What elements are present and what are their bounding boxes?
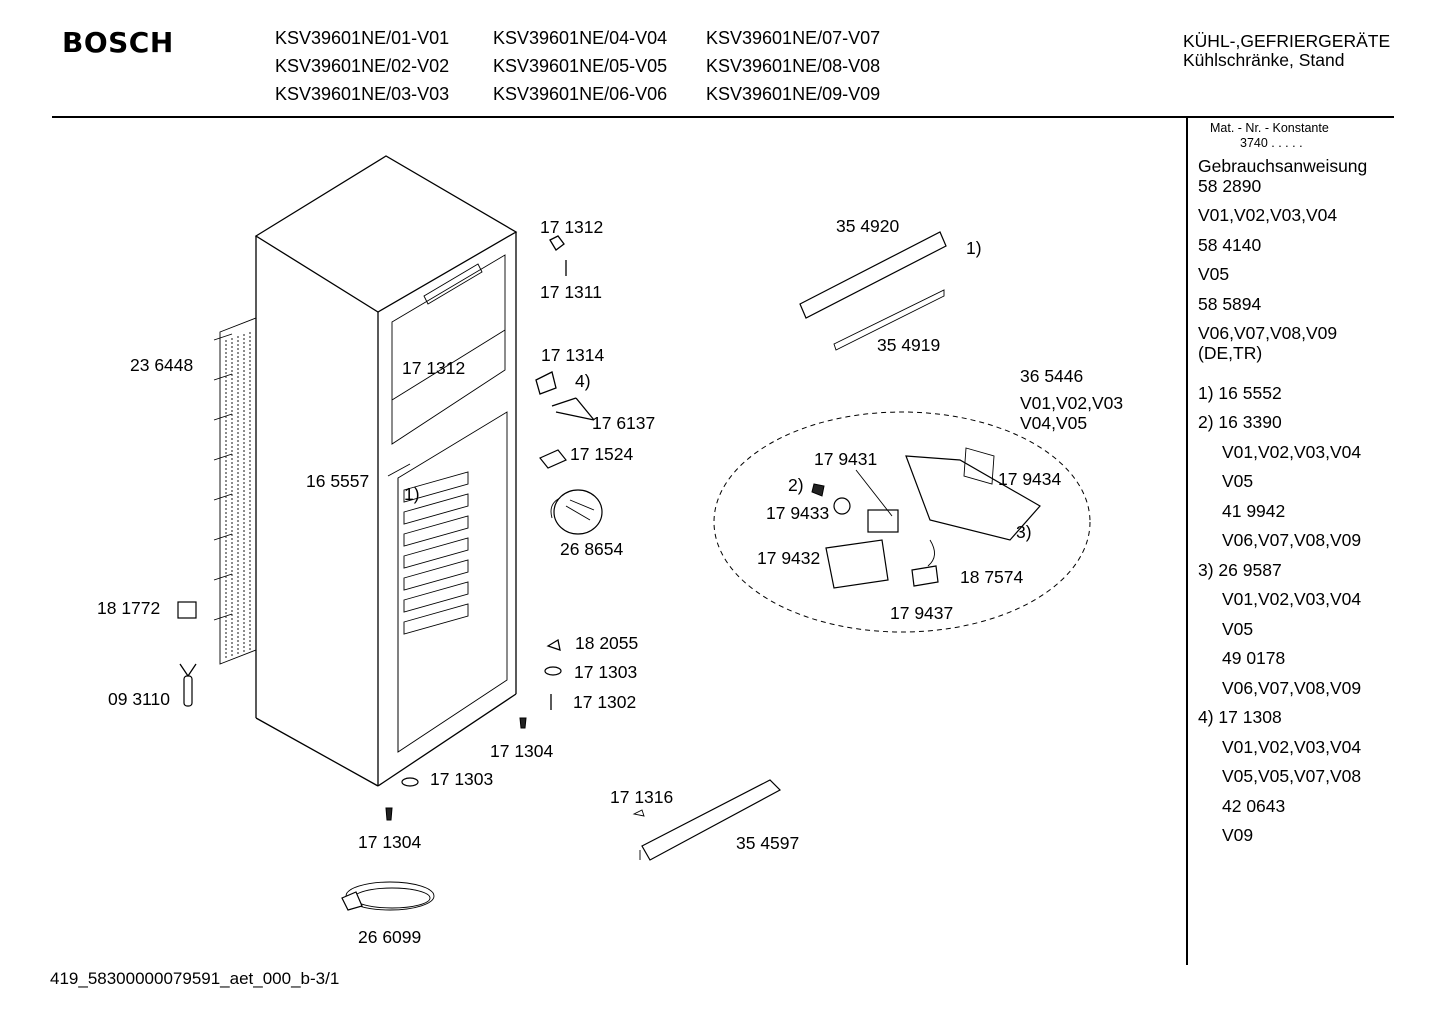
part-label: 17 9432 <box>757 548 821 568</box>
document-id: 419_58300000079591_aet_000_b-3/1 <box>50 969 340 988</box>
fridge-cabinet <box>254 155 518 787</box>
light-assembly-group <box>713 411 1091 633</box>
sidebar-row: V01,V02,V03,V04 <box>1222 442 1362 462</box>
fan-part <box>550 489 603 535</box>
small-clip-part <box>546 638 561 651</box>
relay-box-part <box>177 601 197 619</box>
model-number: KSV39601NE/03-V03 <box>275 84 450 104</box>
foot-part <box>544 666 562 676</box>
category-subtitle: Kühlschränke, Stand <box>1183 50 1345 70</box>
model-number: KSV39601NE/06-V06 <box>493 84 668 104</box>
light-assembly-parts <box>811 447 1041 589</box>
block-part <box>539 449 567 469</box>
header-divider <box>52 116 1394 118</box>
sidebar-row: 3) 26 9587 <box>1198 560 1282 580</box>
part-label: 17 1314 <box>541 345 605 365</box>
sidebar-row: 58 5894 <box>1198 294 1262 314</box>
part-label: 17 1303 <box>430 769 494 789</box>
mat-number-label: Mat. - Nr. - Konstante <box>1210 121 1329 135</box>
part-label: 35 4920 <box>836 216 900 236</box>
part-label: 17 1311 <box>540 282 602 302</box>
part-label: 35 4597 <box>736 833 800 853</box>
model-number: KSV39601NE/02-V02 <box>275 56 450 76</box>
part-label: 16 5557 <box>306 471 370 491</box>
hinge-bracket-part <box>535 371 557 395</box>
exploded-parts-drawing <box>177 155 1091 911</box>
footnote-marker: 1) <box>966 238 982 258</box>
sidebar-row: V06,V07,V08,V09 <box>1222 678 1362 698</box>
sidebar-row: V01,V02,V03,V04 <box>1198 205 1338 225</box>
sidebar-row: Gebrauchsanweisung <box>1198 156 1368 176</box>
part-label: 18 2055 <box>575 633 639 653</box>
screw-part <box>519 717 527 729</box>
sidebar-row: 49 0178 <box>1222 648 1286 668</box>
condenser-coil <box>213 317 257 665</box>
part-label: 17 1304 <box>358 832 422 852</box>
sidebar-row: V05,V05,V07,V08 <box>1222 766 1362 786</box>
footnote-marker: 3) <box>1016 522 1032 542</box>
part-label: 23 6448 <box>130 355 194 375</box>
footnote-marker: 2) <box>788 475 804 495</box>
part-label: 17 1316 <box>610 787 674 807</box>
part-label: 18 1772 <box>97 598 161 618</box>
part-label: 17 1304 <box>490 741 554 761</box>
sidebar-row: V05 <box>1222 471 1254 491</box>
handle-bottom-part <box>632 779 781 861</box>
sidebar-row: 42 0643 <box>1222 796 1286 816</box>
model-number: KSV39601NE/05-V05 <box>493 56 668 76</box>
hinge-part <box>549 235 567 276</box>
part-label: 17 9437 <box>890 603 954 623</box>
sidebar-row: 2) 16 3390 <box>1198 412 1282 432</box>
part-label: 17 1312 <box>402 358 466 378</box>
part-label: 26 6099 <box>358 927 422 947</box>
sidebar-row: V01,V02,V03,V04 <box>1222 589 1362 609</box>
sidebar-row: 58 2890 <box>1198 176 1262 196</box>
model-number: KSV39601NE/04-V04 <box>493 28 668 48</box>
part-label: 17 9433 <box>766 503 830 523</box>
model-number: KSV39601NE/08-V08 <box>706 56 881 76</box>
part-label: 35 4919 <box>877 335 941 355</box>
sidebar-row: 1) 16 5552 <box>1198 383 1282 403</box>
category-title: KÜHL-,GEFRIERGERÄTE <box>1183 31 1391 51</box>
screw-part <box>385 807 393 821</box>
part-label: 17 1303 <box>574 662 638 682</box>
part-label: 26 8654 <box>560 539 624 559</box>
part-label: 17 9434 <box>998 469 1062 489</box>
sidebar-row: 58 4140 <box>1198 235 1262 255</box>
footnote-marker: 4) <box>575 371 591 391</box>
model-number: KSV39601NE/07-V07 <box>706 28 881 48</box>
sidebar-divider <box>1186 118 1188 965</box>
leader-lines <box>387 463 893 517</box>
part-label: 17 1302 <box>573 692 637 712</box>
capillary-part <box>179 663 197 707</box>
part-label: 17 9431 <box>814 449 878 469</box>
part-label: 17 6137 <box>592 413 656 433</box>
handle-top-part <box>799 231 947 351</box>
sidebar-row: V09 <box>1222 825 1254 845</box>
footnote-marker: 1) <box>404 484 420 504</box>
variant-label: V01,V02,V03 <box>1020 393 1124 413</box>
sidebar-row: V06,V07,V08,V09 <box>1198 323 1338 343</box>
part-label: 09 3110 <box>108 689 170 709</box>
model-number: KSV39601NE/09-V09 <box>706 84 881 104</box>
part-label: 17 1312 <box>540 217 604 237</box>
sidebar-row: V05 <box>1198 264 1230 284</box>
sidebar-row: (DE,TR) <box>1198 343 1263 363</box>
sidebar-row: 41 9942 <box>1222 501 1286 521</box>
power-cord-part <box>341 881 435 911</box>
sidebar-row: V05 <box>1222 619 1254 639</box>
mat-number-value: 3740 . . . . . <box>1240 136 1303 150</box>
sidebar-row: V06,V07,V08,V09 <box>1222 530 1362 550</box>
part-label: 36 5446 <box>1020 366 1084 386</box>
part-label: 18 7574 <box>960 567 1024 587</box>
model-number: KSV39601NE/01-V01 <box>275 28 450 48</box>
variant-label: V04,V05 <box>1020 413 1088 433</box>
sidebar-row: V01,V02,V03,V04 <box>1222 737 1362 757</box>
foot-part <box>401 777 419 787</box>
sidebar-row: 4) 17 1308 <box>1198 707 1282 727</box>
bosch-logo: BOSCH <box>62 26 174 59</box>
screw-part <box>551 397 595 421</box>
part-label: 17 1524 <box>570 444 634 464</box>
